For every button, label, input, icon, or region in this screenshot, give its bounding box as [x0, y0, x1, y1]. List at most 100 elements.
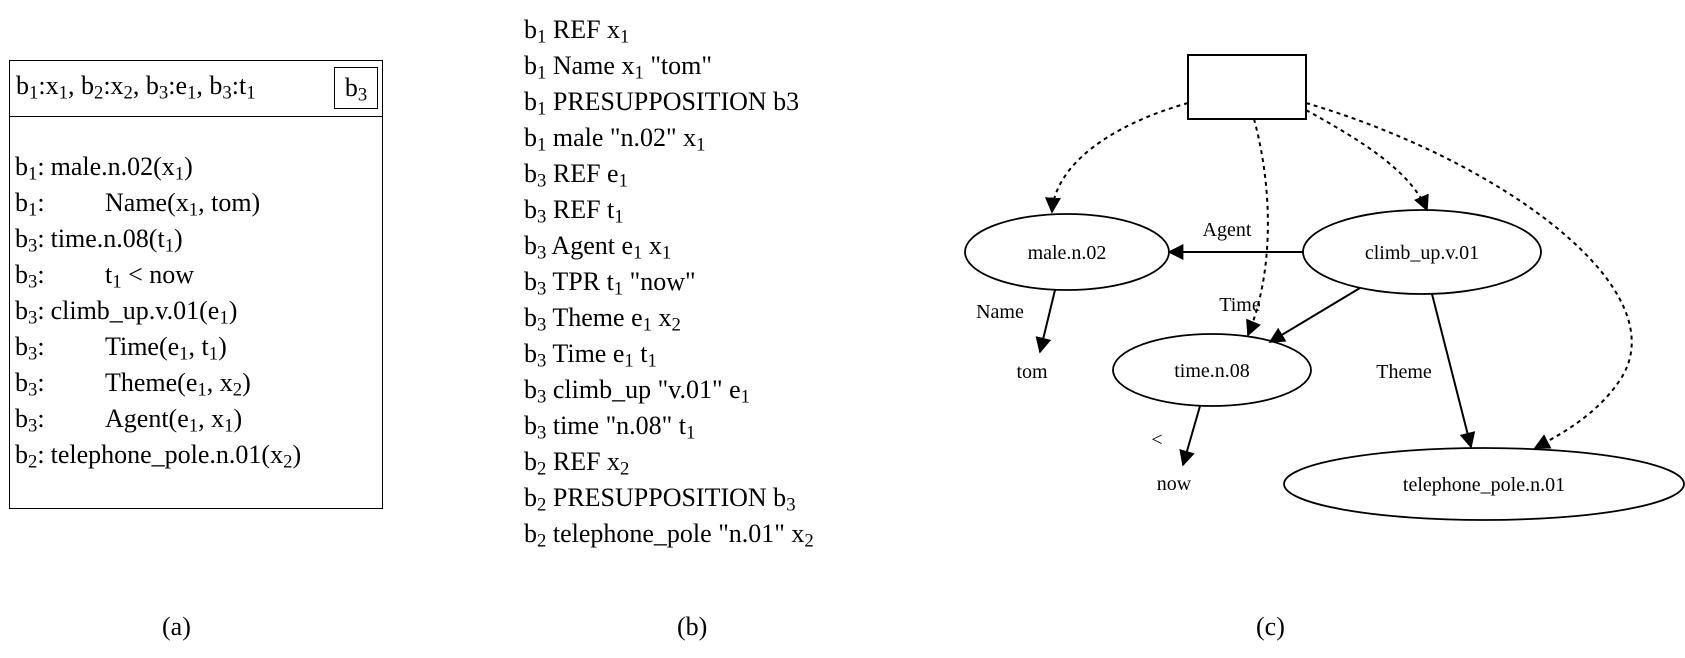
referent-subscript: 3: [158, 82, 169, 104]
condition-label: b2:: [15, 437, 45, 473]
clause-text: "tom": [643, 51, 712, 80]
clause-line: b3 climb_up "v.01" e1: [524, 372, 814, 408]
condition-label-subscript: 1: [28, 163, 38, 185]
condition-text: , x: [198, 404, 225, 433]
edge-name: [1035, 289, 1056, 354]
clause-line: b3 REF e1: [524, 156, 814, 192]
condition-label-text: b: [15, 368, 28, 397]
edge-name-label: Name: [976, 301, 1024, 323]
clause-text: REF e: [546, 159, 619, 188]
clause-text: x: [651, 303, 672, 332]
clause-text: b: [524, 15, 537, 44]
condition-label-text: b: [15, 404, 28, 433]
clause-subscript: 1: [613, 278, 624, 300]
referent-subscript: 3: [222, 82, 232, 104]
clause-subscript: 3: [537, 314, 547, 336]
condition-label-text: b: [15, 224, 28, 253]
condition-subscript: 1: [164, 235, 175, 257]
clause-line: b3 REF t1: [524, 192, 814, 228]
clause-line: b1 REF x1: [524, 12, 814, 48]
condition-text: ): [233, 404, 243, 433]
clause-text: b: [524, 519, 537, 548]
drs-referents: b1:x1, b2:x2, b3:e1, b3:t1: [16, 71, 256, 104]
condition-label-subscript: 2: [28, 451, 38, 473]
clause-line: b3 Agent e1 x1: [524, 228, 814, 264]
condition-body: Name(x1, tom): [85, 188, 260, 220]
condition-line: b1:Name(x1, tom): [15, 185, 301, 221]
clause-subscript: 2: [537, 458, 547, 480]
condition-label: b3:: [15, 365, 85, 401]
node-male-label: male.n.02: [1028, 242, 1107, 264]
clause-text: b: [524, 375, 537, 404]
condition-label-subscript: 3: [28, 343, 38, 365]
condition-subscript: 1: [224, 415, 234, 437]
clause-subscript: 1: [686, 422, 696, 444]
node-now-label: now: [1157, 473, 1192, 495]
clause-subscript: 3: [537, 386, 547, 408]
clause-text: TPR t: [546, 267, 614, 296]
dashed-edge-male: [1044, 102, 1189, 214]
node-pole: [1283, 447, 1685, 521]
condition-body: male.n.02(x1): [45, 152, 193, 184]
clause-subscript: 1: [740, 386, 751, 408]
edge-agent-label: Agent: [1203, 219, 1252, 241]
clause-line: b2 REF x2: [524, 444, 814, 480]
edge-theme-label: Theme: [1376, 361, 1432, 383]
clause-subscript: 3: [537, 278, 547, 300]
clause-subscript: 1: [624, 350, 634, 372]
condition-line: b2:telephone_pole.n.01(x2): [15, 437, 301, 473]
clause-text: male "n.02" x: [546, 123, 697, 152]
clause-line: b1 PRESUPPOSITION b3: [524, 84, 814, 120]
clause-line: b3 Theme e1 x2: [524, 300, 814, 336]
clause-text: x: [642, 231, 662, 260]
edge-time-label: Time: [1219, 294, 1261, 316]
condition-text: Time(e: [105, 332, 180, 361]
caption-c: (c): [1256, 612, 1285, 641]
condition-line: b3:Theme(e1, x2): [15, 365, 301, 401]
clause-subscript: 3: [537, 206, 547, 228]
clause-subscript: 1: [537, 62, 547, 84]
clause-subscript: 1: [537, 98, 547, 120]
node-climb-label: climb_up.v.01: [1365, 242, 1479, 264]
condition-subscript: 1: [188, 415, 199, 437]
condition-subscript: 2: [232, 379, 243, 401]
clause-text: b: [524, 447, 537, 476]
clause-line: b1 Name x1 "tom": [524, 48, 814, 84]
clause-text: Theme e: [546, 303, 643, 332]
referent-subscript: 1: [246, 82, 256, 104]
condition-text: ): [184, 152, 193, 181]
clause-line: b3 time "n.08" t1: [524, 408, 814, 444]
clause-subscript: 2: [537, 530, 547, 552]
clause-text: b: [524, 303, 537, 332]
condition-body: t1 < now: [85, 260, 194, 292]
clause-text: b: [524, 87, 537, 116]
condition-colon: :: [37, 296, 45, 325]
condition-body: Theme(e1, x2): [85, 368, 251, 400]
clause-text: b: [524, 123, 537, 152]
clause-line: b1 male "n.02" x1: [524, 120, 814, 156]
condition-text: ): [218, 332, 227, 361]
clause-text: telephone_pole "n.01" x: [546, 519, 805, 548]
referent-subscript: 1: [187, 82, 197, 104]
referent-text: :x: [103, 71, 124, 100]
condition-label-subscript: 3: [28, 307, 38, 329]
condition-colon: :: [37, 152, 45, 181]
clause-subscript: 2: [620, 458, 630, 480]
condition-label-text: b: [15, 188, 28, 217]
drs-conditions: b1:male.n.02(x1)b1:Name(x1, tom)b3:time.…: [15, 149, 301, 473]
condition-label-subscript: 3: [28, 235, 38, 257]
dashed-edge-time: [1246, 118, 1269, 337]
clause-text: climb_up "v.01" e: [546, 375, 741, 404]
condition-label-text: b: [15, 260, 28, 289]
clause-subscript: 1: [642, 314, 652, 336]
condition-line: b1:male.n.02(x1): [15, 149, 301, 185]
condition-text: , t: [188, 332, 209, 361]
clause-subscript: 1: [647, 350, 657, 372]
condition-text: ): [242, 368, 251, 397]
clause-subscript: 1: [620, 26, 630, 48]
condition-label: b1:: [15, 185, 85, 221]
condition-label-text: b: [15, 152, 28, 181]
clause-subscript: 1: [696, 134, 706, 156]
referent-text: :t: [231, 71, 247, 100]
caption-b: (b): [677, 612, 708, 641]
